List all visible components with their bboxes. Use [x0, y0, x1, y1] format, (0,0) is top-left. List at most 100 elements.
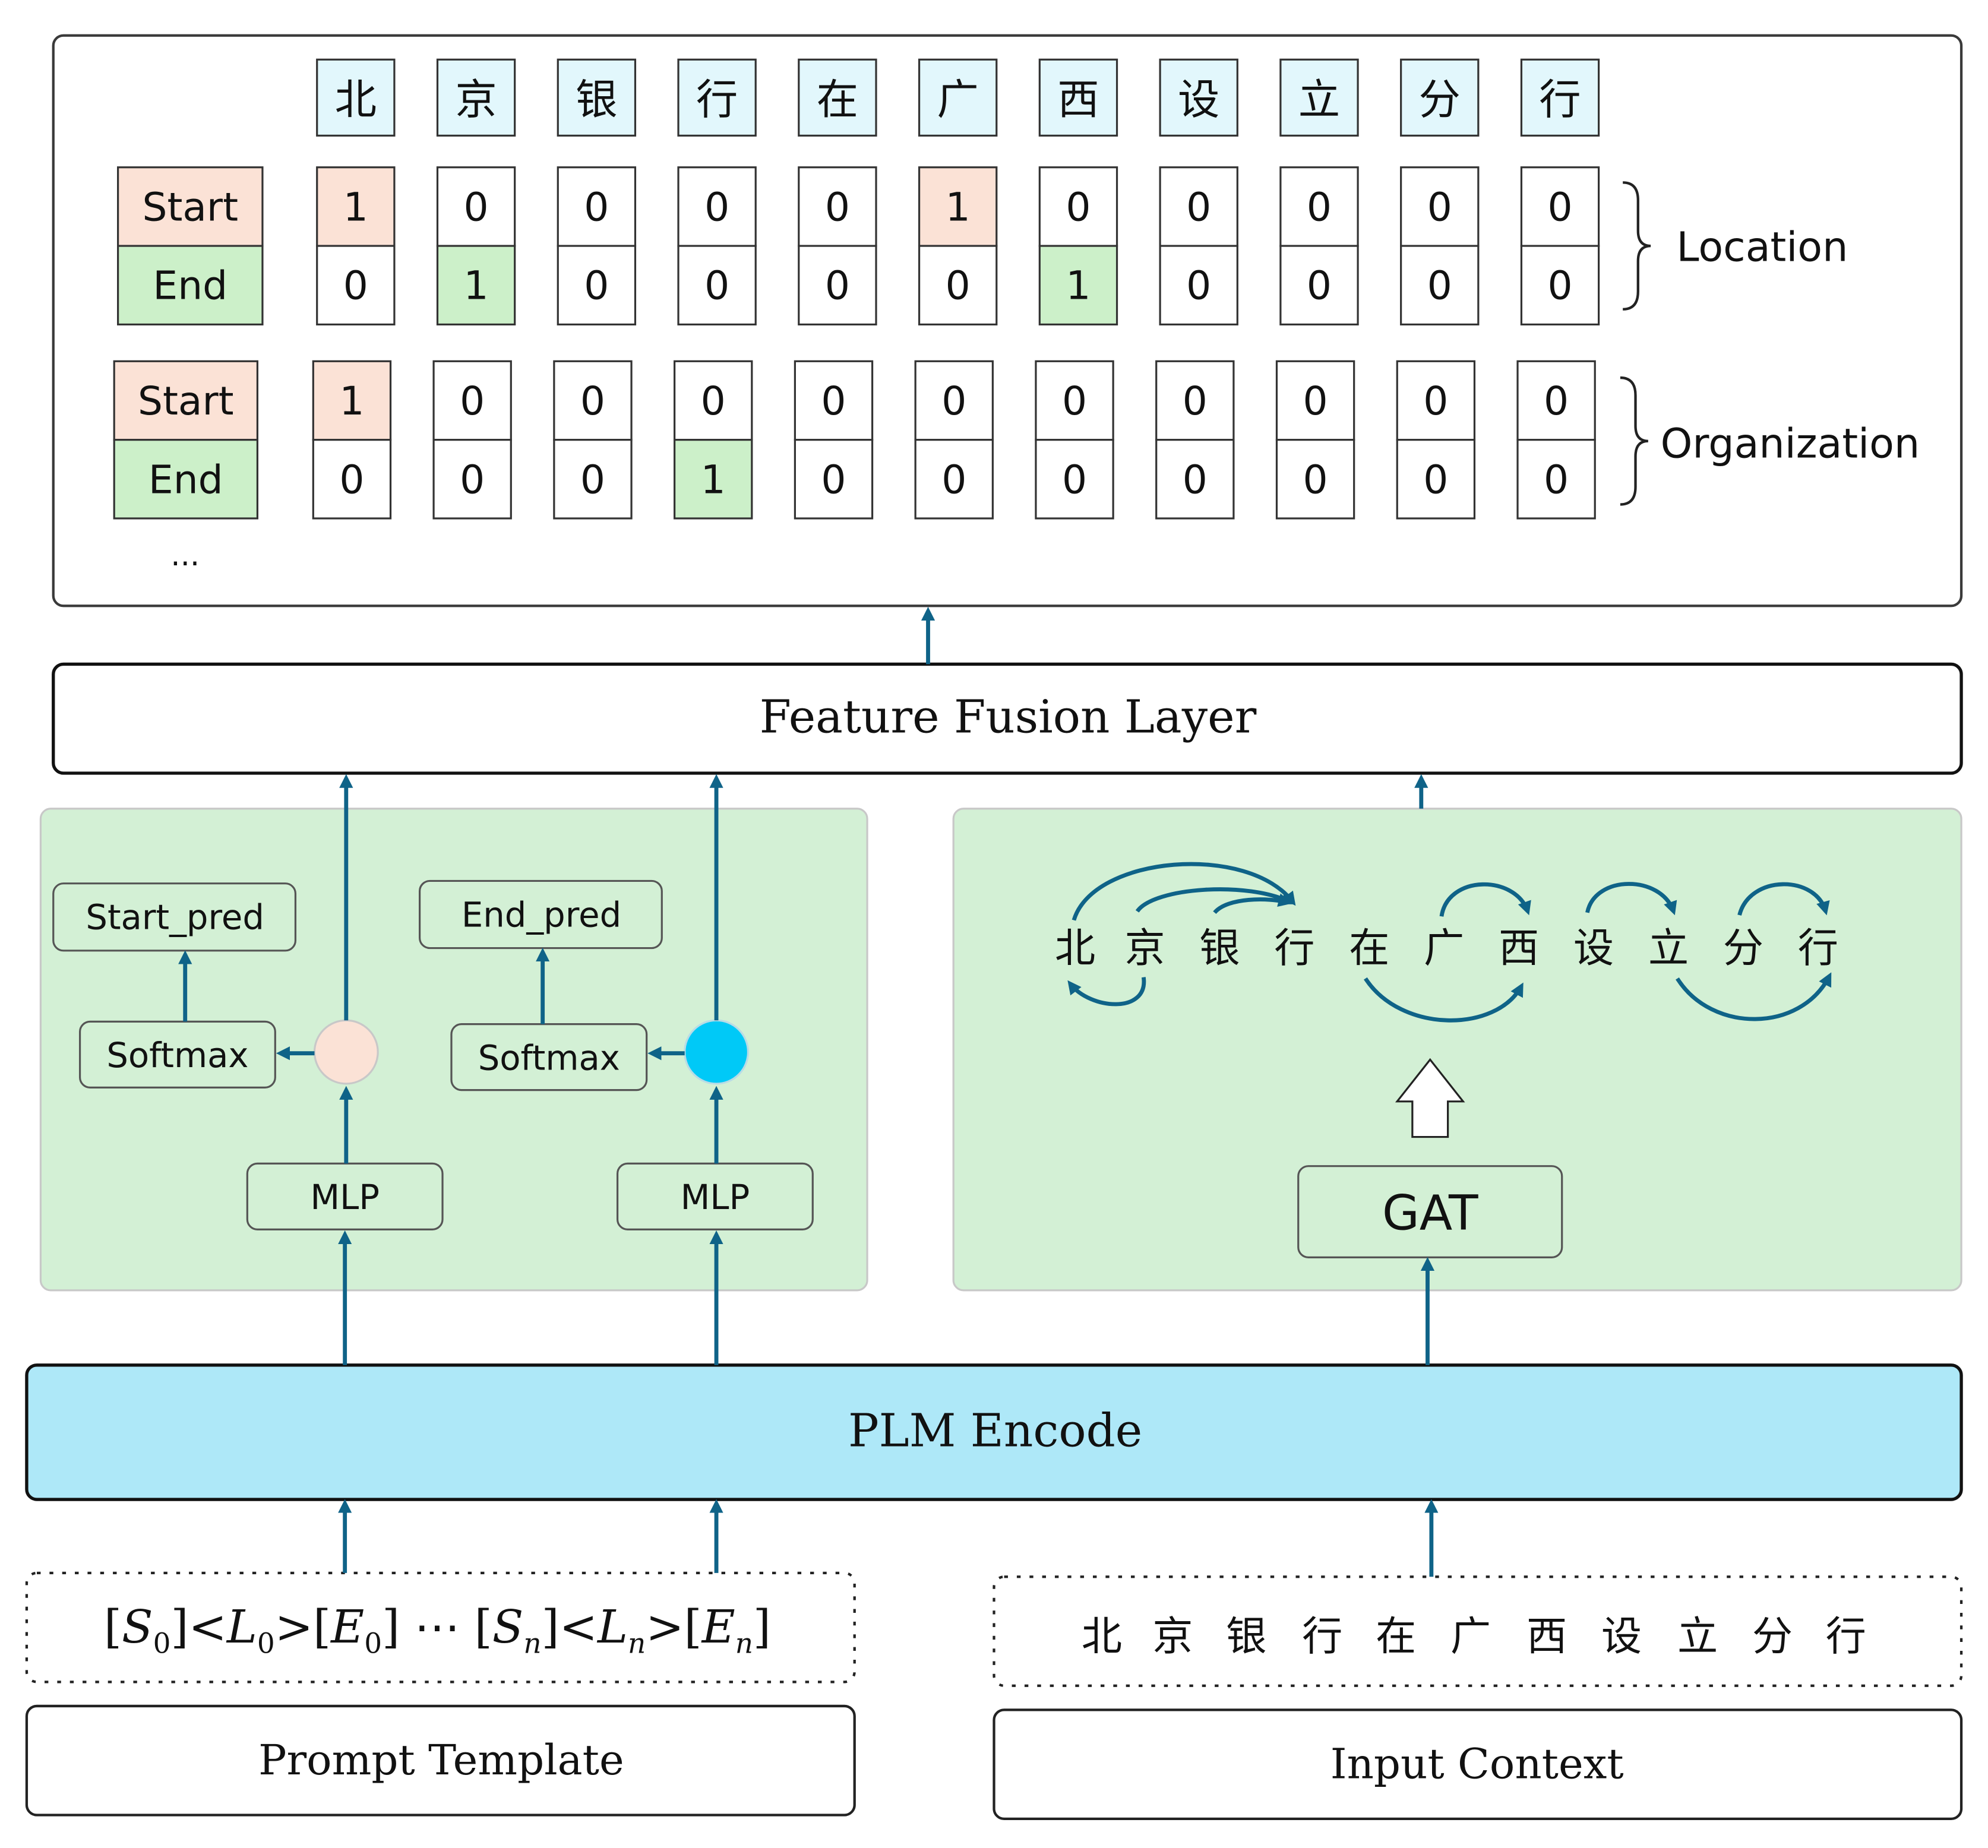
end-value: 0	[825, 263, 850, 309]
graph-char-node: 行	[1274, 925, 1314, 972]
edge-jing-hang	[1135, 887, 1295, 913]
flow-arrows	[178, 606, 1439, 1577]
ellipsis: ...	[170, 537, 200, 573]
output-char: 行	[696, 75, 738, 124]
start-value: 0	[1303, 378, 1328, 424]
start-value: 0	[464, 184, 489, 230]
context-char: 北	[1082, 1613, 1122, 1660]
edge-zai-xi	[1364, 977, 1524, 1023]
end-cell	[1155, 439, 1235, 520]
output-char: 北	[335, 75, 377, 124]
end-value: 0	[584, 263, 609, 309]
graph-panel	[952, 808, 1962, 1292]
output-char-cell	[316, 58, 396, 137]
entity-type-label: Location	[1677, 224, 1848, 271]
output-char: 广	[937, 75, 978, 124]
graph-char-node: 西	[1499, 925, 1539, 972]
start-value: 0	[460, 378, 485, 424]
softmax-box-start	[78, 1020, 276, 1088]
end-cell	[798, 245, 877, 326]
end-cell	[794, 439, 874, 520]
context-char: 京	[1152, 1613, 1193, 1660]
context-char: 行	[1826, 1613, 1866, 1660]
graph-char-node: 分	[1723, 925, 1763, 972]
end-value: 0	[1307, 263, 1332, 309]
feature-fusion-label: Feature Fusion Layer	[760, 691, 1257, 744]
input-context-label: Input Context	[1330, 1740, 1624, 1789]
start-pred-label: Start_pred	[86, 898, 264, 938]
start-cell	[312, 360, 392, 441]
start-value: 0	[1423, 378, 1448, 424]
context-char: 在	[1376, 1613, 1416, 1660]
graph-edges	[1067, 862, 1832, 1023]
softmax-label-start: Softmax	[106, 1036, 248, 1075]
start-cell	[1155, 360, 1235, 441]
start-row-label: Start	[142, 184, 238, 230]
start-cell	[914, 360, 994, 441]
start-value: 0	[1544, 378, 1569, 424]
start-cell	[1035, 360, 1114, 441]
end-value: 0	[704, 263, 729, 309]
end-value: 0	[1303, 457, 1328, 502]
output-char: 西	[1057, 75, 1099, 124]
output-char-cell	[557, 58, 637, 137]
graph-char-node: 京	[1124, 925, 1165, 972]
start-value: 0	[584, 184, 609, 230]
start-cell	[1159, 166, 1238, 247]
end-cell	[918, 245, 998, 326]
end-value: 0	[339, 457, 364, 502]
start-value: 1	[946, 184, 971, 230]
feature-fusion-box	[52, 662, 1963, 775]
output-char-cell	[1520, 58, 1600, 137]
end-cell	[1038, 245, 1118, 326]
start-pred-box	[52, 882, 297, 952]
start-cell	[316, 166, 396, 247]
context-char-row: 北京银行在广西设立分行	[1082, 1613, 1866, 1660]
output-char: 分	[1419, 75, 1461, 124]
output-char-cell	[1279, 58, 1359, 137]
end-cell	[432, 439, 512, 520]
start-value: 0	[580, 378, 605, 424]
end-cell	[557, 245, 637, 326]
end-cell	[1400, 245, 1480, 326]
start-value: 0	[821, 378, 846, 424]
start-node-circle	[313, 1019, 379, 1085]
start-value: 1	[343, 184, 368, 230]
mlp-label-end: MLP	[681, 1178, 750, 1217]
end-value: 0	[1547, 263, 1572, 309]
start-cell	[677, 166, 757, 247]
group-brace	[1620, 376, 1648, 506]
end-row-header	[113, 439, 258, 520]
end-cell	[316, 245, 396, 326]
start-value: 0	[825, 184, 850, 230]
context-char: 广	[1450, 1613, 1491, 1660]
output-char-cell	[436, 58, 516, 137]
graph-char-node: 在	[1349, 925, 1389, 972]
start-value: 0	[1186, 184, 1211, 230]
end-value: 0	[1544, 457, 1569, 502]
end-cell	[1520, 245, 1600, 326]
edge-li-hang	[1676, 972, 1832, 1021]
edge-bei-hang	[1072, 862, 1296, 921]
end-value: 0	[1423, 457, 1448, 502]
plm-encode-box	[25, 1363, 1963, 1501]
edge-she-li	[1585, 882, 1677, 916]
context-input-box	[993, 1575, 1963, 1687]
end-value: 1	[464, 263, 489, 309]
output-char-cell	[798, 58, 877, 137]
end-value: 0	[1062, 457, 1087, 502]
end-value: 1	[701, 457, 726, 502]
end-value: 0	[941, 457, 966, 502]
start-cell	[794, 360, 874, 441]
prompt-input-box	[25, 1571, 856, 1684]
output-char: 在	[817, 75, 858, 124]
context-char: 设	[1601, 1613, 1642, 1660]
start-cell	[432, 360, 512, 441]
end-value: 0	[946, 263, 971, 309]
output-char-cell	[918, 58, 998, 137]
output-char: 立	[1298, 75, 1340, 124]
start-value: 0	[941, 378, 966, 424]
softmax-box-end	[450, 1023, 648, 1091]
end-cell	[1279, 245, 1359, 326]
start-cell	[553, 360, 633, 441]
